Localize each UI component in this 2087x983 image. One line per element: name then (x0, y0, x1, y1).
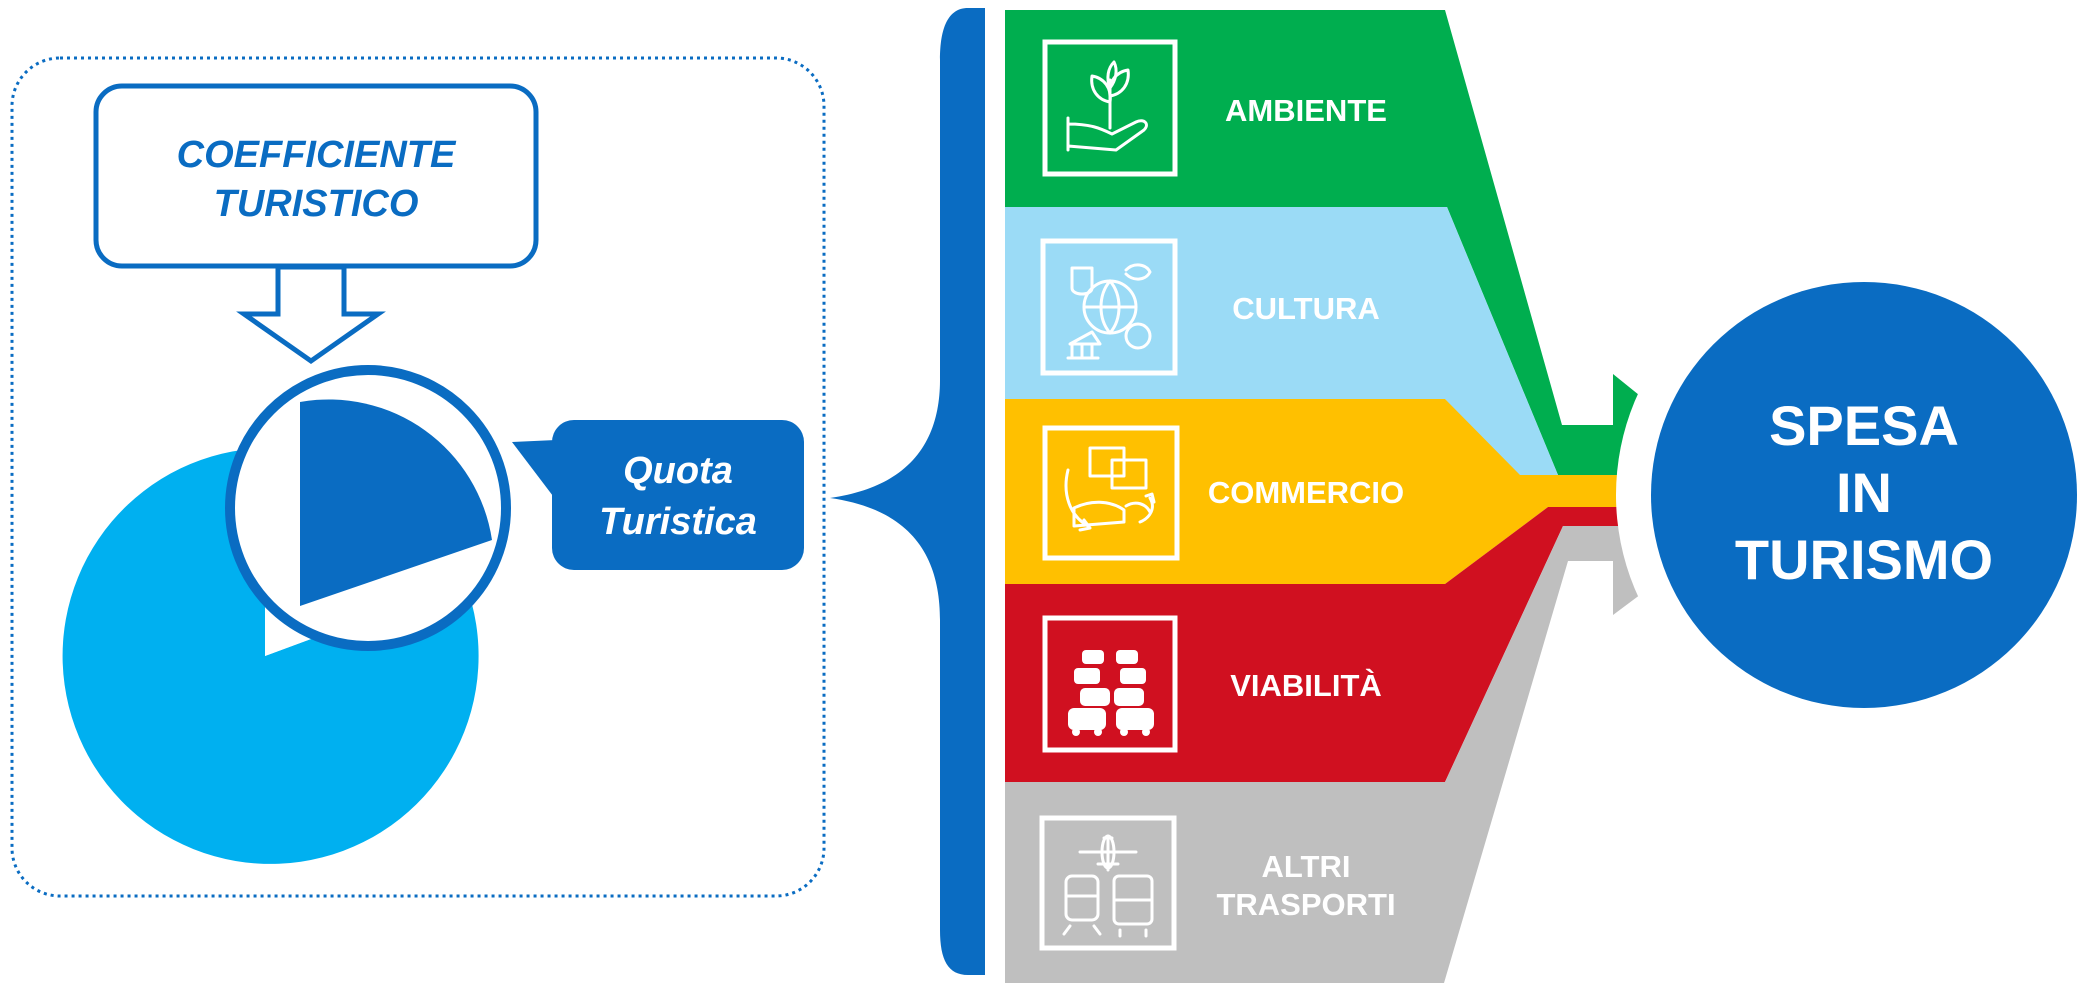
result-circle (1651, 282, 2077, 708)
category-label: COMMERCIO (1208, 475, 1404, 510)
coefficient-label-line2: TURISTICO (214, 183, 419, 225)
icon-frame (1042, 39, 1178, 177)
pie-main-slice (62, 448, 479, 864)
category-viabilita: VIABILITÀ (1042, 615, 1382, 753)
coefficient-box (93, 83, 539, 269)
category-label: VIABILITÀ (1230, 668, 1382, 703)
band-cultura (1005, 207, 1745, 490)
category-label: CULTURA (1232, 291, 1380, 326)
band-viabilita (1005, 490, 1745, 782)
category-label: AMBIENTE (1225, 93, 1387, 128)
coefficient-label-line1: COEFFICIENTE (177, 134, 457, 176)
category-ambiente: AMBIENTE (1042, 39, 1387, 177)
commerce-exchange-icon (1064, 446, 1156, 532)
icon-frame (1042, 615, 1178, 753)
share-callout (552, 420, 804, 570)
result-label-line1: SPESA (1769, 394, 1959, 457)
culture-globe-icon (1066, 263, 1152, 360)
category-label-line1: ALTRI (1262, 849, 1351, 884)
plant-in-hand-icon (1066, 60, 1148, 152)
dotted-panel-border (10, 56, 826, 898)
traffic-cars-icon (1068, 650, 1154, 736)
category-altri-trasporti: ALTRI TRASPORTI (1039, 815, 1396, 951)
share-callout-pointer (512, 440, 556, 500)
icon-frame (1040, 238, 1178, 376)
result-label-line3: TURISMO (1735, 528, 1993, 591)
share-label-line2: Turistica (599, 501, 757, 543)
transport-vehicles-icon (1062, 834, 1154, 938)
down-arrow-icon (236, 264, 386, 365)
result-label-line2: IN (1836, 461, 1892, 524)
category-bands (1005, 10, 1745, 983)
category-cultura: CULTURA (1040, 238, 1380, 376)
curly-brace (830, 8, 985, 975)
icon-frame (1042, 425, 1180, 561)
category-commercio: COMMERCIO (1042, 425, 1404, 561)
band-commercio (1005, 399, 1745, 584)
icon-frame (1039, 815, 1177, 951)
share-label-line1: Quota (623, 450, 733, 492)
band-altri-trasporti (1005, 526, 1732, 983)
category-label-line2: TRASPORTI (1216, 887, 1395, 922)
band-ambiente (1005, 10, 1738, 475)
pie-tourist-slice (300, 399, 492, 606)
